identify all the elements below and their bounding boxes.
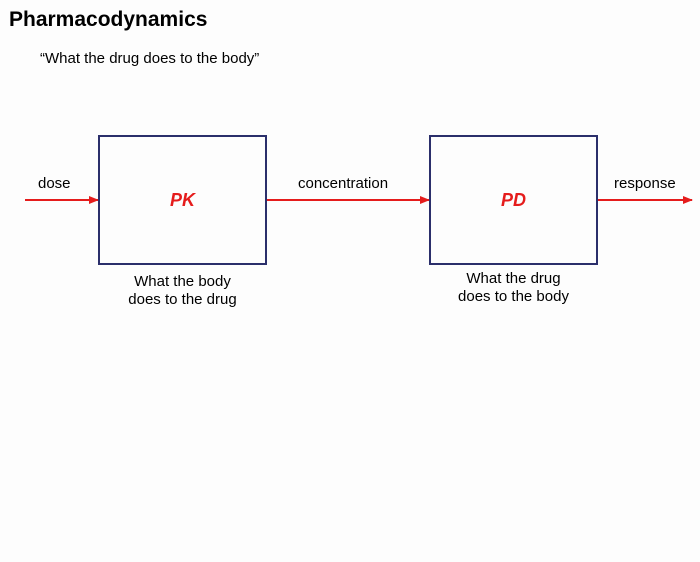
pk-box: PK (98, 135, 267, 265)
concentration-label: concentration (298, 175, 389, 192)
pd-caption-line1: What the drug (466, 270, 561, 287)
page-title: Pharmacodynamics (9, 8, 208, 31)
response-label: response (614, 175, 676, 192)
pd-caption-line2: does to the body (458, 288, 569, 305)
page-subtitle: “What the drug does to the body” (40, 50, 260, 67)
pk-caption: What the body does to the drug (98, 273, 267, 309)
dose-label: dose (38, 175, 71, 192)
pk-caption-line1: What the body (134, 273, 231, 290)
pk-caption-line2: does to the drug (128, 291, 237, 308)
pd-box: PD (429, 135, 598, 265)
pd-caption: What the drug does to the body (429, 270, 598, 306)
pd-box-label: PD (500, 189, 526, 210)
pk-box-label: PK (169, 189, 195, 210)
